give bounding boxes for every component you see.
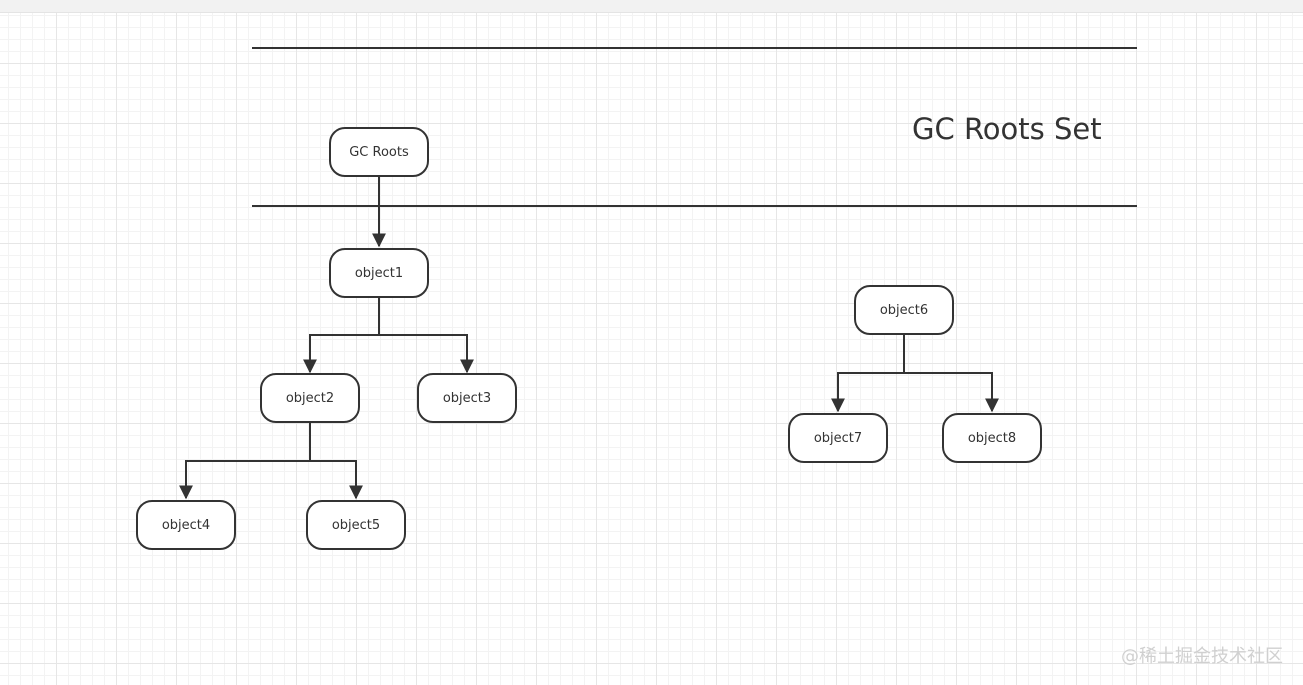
node-object3[interactable]: object3: [417, 373, 517, 423]
edge-object6-object8: [904, 372, 999, 413]
node-object5[interactable]: object5: [306, 500, 406, 550]
watermark-text: @稀土掘金技术社区: [1121, 646, 1283, 667]
node-object2[interactable]: object2: [260, 373, 360, 423]
edge-object6-object7: [831, 335, 905, 413]
top-toolbar-strip: [0, 0, 1303, 13]
gc-roots-set-label: GC Roots Set: [912, 112, 1102, 146]
edge-object1-object2: [303, 298, 380, 374]
edge-object2-object4: [179, 423, 311, 500]
node-object4[interactable]: object4: [136, 500, 236, 550]
node-object1[interactable]: object1: [329, 248, 429, 298]
node-gc-roots[interactable]: GC Roots: [329, 127, 429, 177]
node-object8[interactable]: object8: [942, 413, 1042, 463]
node-object6[interactable]: object6: [854, 285, 954, 335]
node-object7[interactable]: object7: [788, 413, 888, 463]
edge-object1-object3: [379, 334, 474, 374]
edge-object2-object5: [310, 460, 363, 500]
